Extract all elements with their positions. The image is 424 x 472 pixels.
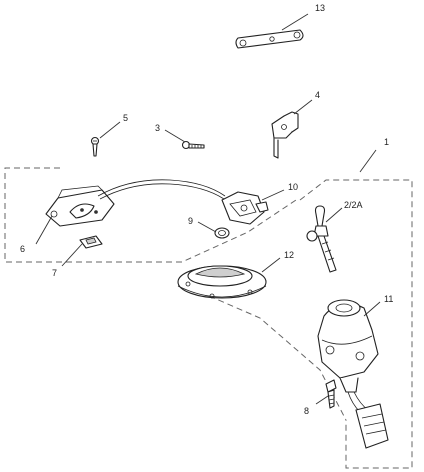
part-9-spring	[214, 227, 230, 239]
callout-7: 7	[52, 268, 57, 278]
callout-1: 1	[384, 137, 389, 147]
callout-9: 9	[188, 216, 193, 226]
callout-10: 10	[288, 182, 298, 192]
callout-3: 3	[155, 123, 160, 133]
part-6-actuator-plate	[45, 185, 115, 227]
part-8-bolt	[325, 379, 337, 409]
wiring-harness	[347, 391, 389, 449]
callout-6: 6	[20, 244, 25, 254]
part-5-screw	[90, 136, 100, 157]
release-cable	[97, 179, 226, 197]
part-2-key	[306, 205, 337, 273]
assembly-1-boundary	[299, 179, 413, 469]
part-10-latch	[221, 191, 269, 225]
part-3-screw	[181, 140, 205, 150]
callout-12: 12	[284, 250, 294, 260]
callout-2-2a: 2/2A	[344, 200, 363, 210]
callout-13: 13	[315, 3, 325, 13]
part-13-link-plate	[235, 29, 304, 49]
callout-8: 8	[304, 406, 309, 416]
callout-5: 5	[123, 113, 128, 123]
part-11-ignition-switch	[317, 299, 379, 393]
callout-4: 4	[315, 90, 320, 100]
part-4-bracket	[271, 111, 299, 159]
sub-assembly-boundary	[4, 167, 297, 263]
part-12-filler-cap	[177, 265, 267, 299]
callout-11: 11	[384, 294, 393, 304]
part-7-clip	[79, 235, 103, 249]
